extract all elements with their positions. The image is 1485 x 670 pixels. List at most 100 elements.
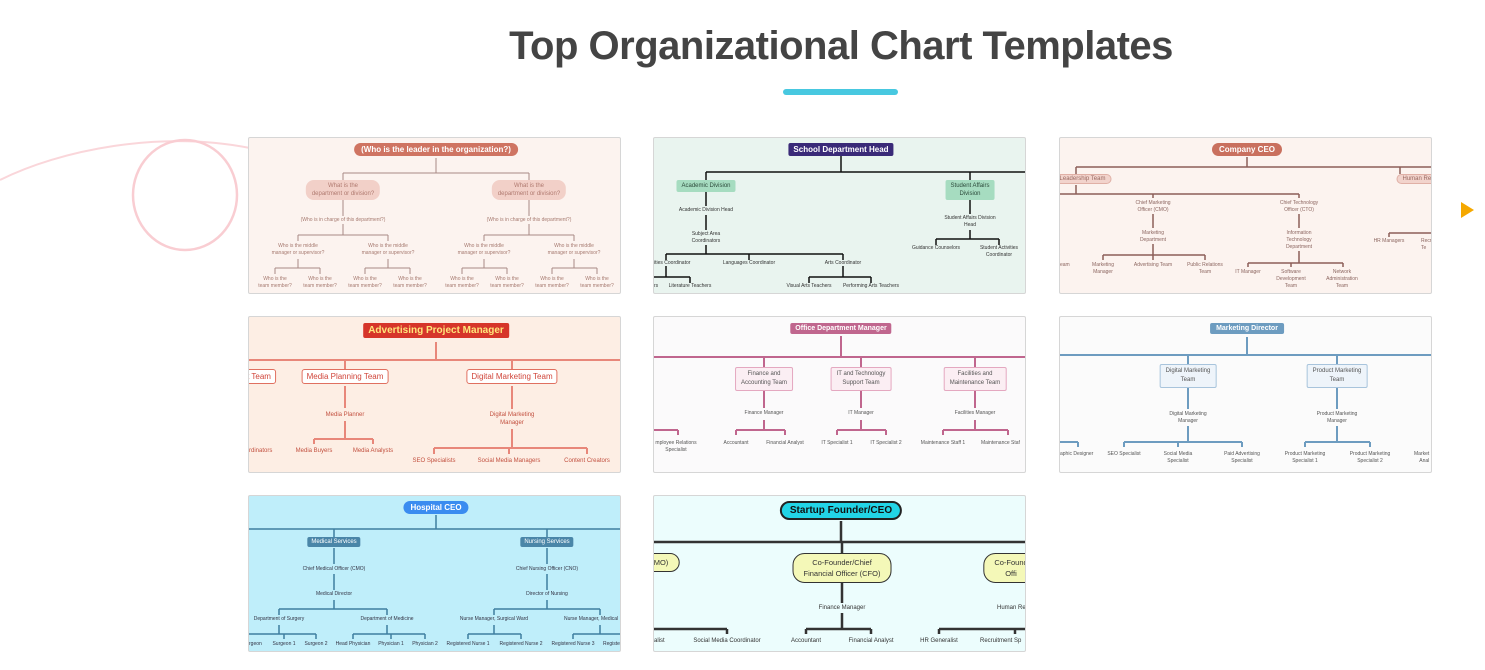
chart-label: HR Managers [1373,238,1405,244]
chart-label: Arts Coordinator [824,260,862,266]
chart-label: Recru Te [1421,238,1432,251]
chart-label: Facilities Manager [954,410,996,416]
root-node: Office Department Manager [790,323,892,334]
chart-node: Product Marketing Team [1306,364,1368,388]
chart-label: Product Marketing Specialist 2 [1349,451,1391,464]
chart-label: Physician 2 [412,641,438,647]
chart-label: Surgeon 1 [272,641,296,647]
chart-label: Accountant [790,638,822,644]
chart-label: Registe [603,641,620,647]
chart-label: Chief Marketing Officer (CMO) [1135,200,1171,213]
chart-label: Physician 1 [378,641,404,647]
chart-label: Maintenance Staf [981,440,1020,446]
root-node: Hospital CEO [403,501,469,514]
chart-label: Chief Technology Officer (CTO) [1279,200,1319,213]
chart-node: Academic Division [676,180,736,192]
next-arrow-icon[interactable] [1461,202,1474,218]
chart-label: Who is the team member? [535,276,569,289]
chart-label: Nurse Manager, Surgical Ward [459,616,529,622]
template-card-advertising-project[interactable]: Advertising Project Manager t Team Media… [248,316,621,473]
chart-label: Who is the middle manager or supervisor? [457,243,511,256]
chart-label: HR Generalist [920,638,958,644]
chart-label: Who is the middle manager or supervisor? [361,243,415,256]
chart-label: (Who is in charge of this department?) [486,217,572,223]
chart-label: Social Media Specialist [1163,451,1193,464]
chart-label: Maintenance Staff 1 [920,440,966,446]
template-card-hospital-ceo[interactable]: Hospital CEO Medical Services Nursing Se… [248,495,621,652]
chart-label: Media Analysts [352,448,394,454]
chart-label: Academic Division Head [678,207,734,213]
template-card-startup-founder[interactable]: Startup Founder/CEO MO) Co-Founder/Chief… [653,495,1026,652]
root-node: Company CEO [1211,143,1283,156]
chart-label: Subject Area Coordinators [691,231,721,244]
chart-label: Content Creators [564,458,610,464]
template-card-marketing-director[interactable]: Marketing Director Digital Marketing Tea… [1059,316,1432,473]
chart-label: rdinators [249,448,273,454]
chart-label: Languages Coordinator [722,260,776,266]
chart-label: Marketing Department [1139,230,1167,243]
page-title: Top Organizational Chart Templates [509,24,1173,68]
chart-label: Chief Medical Officer (CMO) [302,566,366,572]
chart-label: Advertising Team [1133,262,1173,268]
root-node: Advertising Project Manager [363,323,509,338]
chart-label: Who is the team member? [393,276,427,289]
chart-node: Human Reso [1396,174,1431,184]
chart-label: aphic Designer [1060,451,1094,457]
chart-label: Who is the team member? [303,276,337,289]
chart-label: Digital Marketing Manager [489,412,535,426]
chart-label: Student Activities Coordinator [979,245,1019,258]
chart-label: Who is the middle manager or supervisor? [271,243,325,256]
chart-label: Performing Arts Teachers [842,283,900,289]
chart-label: Literature Teachers [668,283,712,289]
chart-label: Market Anal [1414,451,1430,464]
chart-label: IT Specialist 2 [870,440,902,446]
chart-label: Guidance Counselors [911,245,961,251]
chart-label: Paid Advertising Specialist [1224,451,1260,464]
chart-label: IT Specialist 1 [821,440,853,446]
chart-label: Chief Nursing Officer (CNO) [515,566,579,572]
chart-node: Finance and Accounting Team [735,367,793,391]
root-node: (Who is the leader in the organization?) [354,143,518,156]
chart-label: Head Physician [335,641,371,647]
chart-node: Student Affairs Division [945,180,995,200]
chart-label: Nurse Manager, Medical [564,616,619,622]
chart-node: Medical Services [307,537,361,547]
chart-label: rgeon [249,641,262,647]
template-card-office-department[interactable]: Office Department Manager Finance and Ac… [653,316,1026,473]
chart-node: Co-Found Offi [983,553,1025,583]
chart-label: Social Media Coordinator [693,638,761,644]
chart-label: eam [1060,262,1070,268]
chart-node: Facilities and Maintenance Team [943,367,1007,391]
chart-label: Registered Nurse 3 [551,641,595,647]
chart-label: SEO Specialist [1107,451,1141,457]
root-node: Startup Founder/CEO [779,501,903,520]
chart-label: Finance Manager [744,410,784,416]
chart-label: Accountant [723,440,749,446]
chart-node: e Leadership Team [1060,174,1112,184]
chart-label: Department of Medicine [360,616,414,622]
chart-label: mployee Relations Specialist [655,440,697,453]
template-card-school-department[interactable]: School Department Head Academic Division… [653,137,1026,294]
chart-label: Registered Nurse 2 [499,641,543,647]
template-card-leader-questions[interactable]: (Who is the leader in the organization?)… [248,137,621,294]
chart-label: Marketing Manager [1092,262,1114,275]
chart-label: Who is the team member? [490,276,524,289]
chart-label: Recruitment Sp [980,638,1022,644]
chart-label: Who is the team member? [258,276,292,289]
chart-label: Software Development Team [1276,269,1306,289]
chart-node: Digital Marketing Team [1159,364,1217,388]
chart-label: Network Administration Team [1326,269,1358,289]
chart-label: Director of Nursing [526,591,568,597]
root-node: School Department Head [788,143,894,156]
chart-label: Social Media Managers [477,458,541,464]
chart-label: Who is the team member? [445,276,479,289]
chart-label: alist [654,638,665,644]
chart-label: Student Affairs Division Head [944,215,996,228]
chart-node: Digital Marketing Team [466,369,558,384]
template-card-company-ceo[interactable]: Company CEO e Leadership Team Human Reso… [1059,137,1432,294]
chart-label: Product Marketing Manager [1316,411,1358,424]
chart-label: Who is the team member? [348,276,382,289]
chart-label: Media Planner [325,412,365,418]
chart-label: Registered Nurse 1 [446,641,490,647]
title-underline [783,89,898,95]
